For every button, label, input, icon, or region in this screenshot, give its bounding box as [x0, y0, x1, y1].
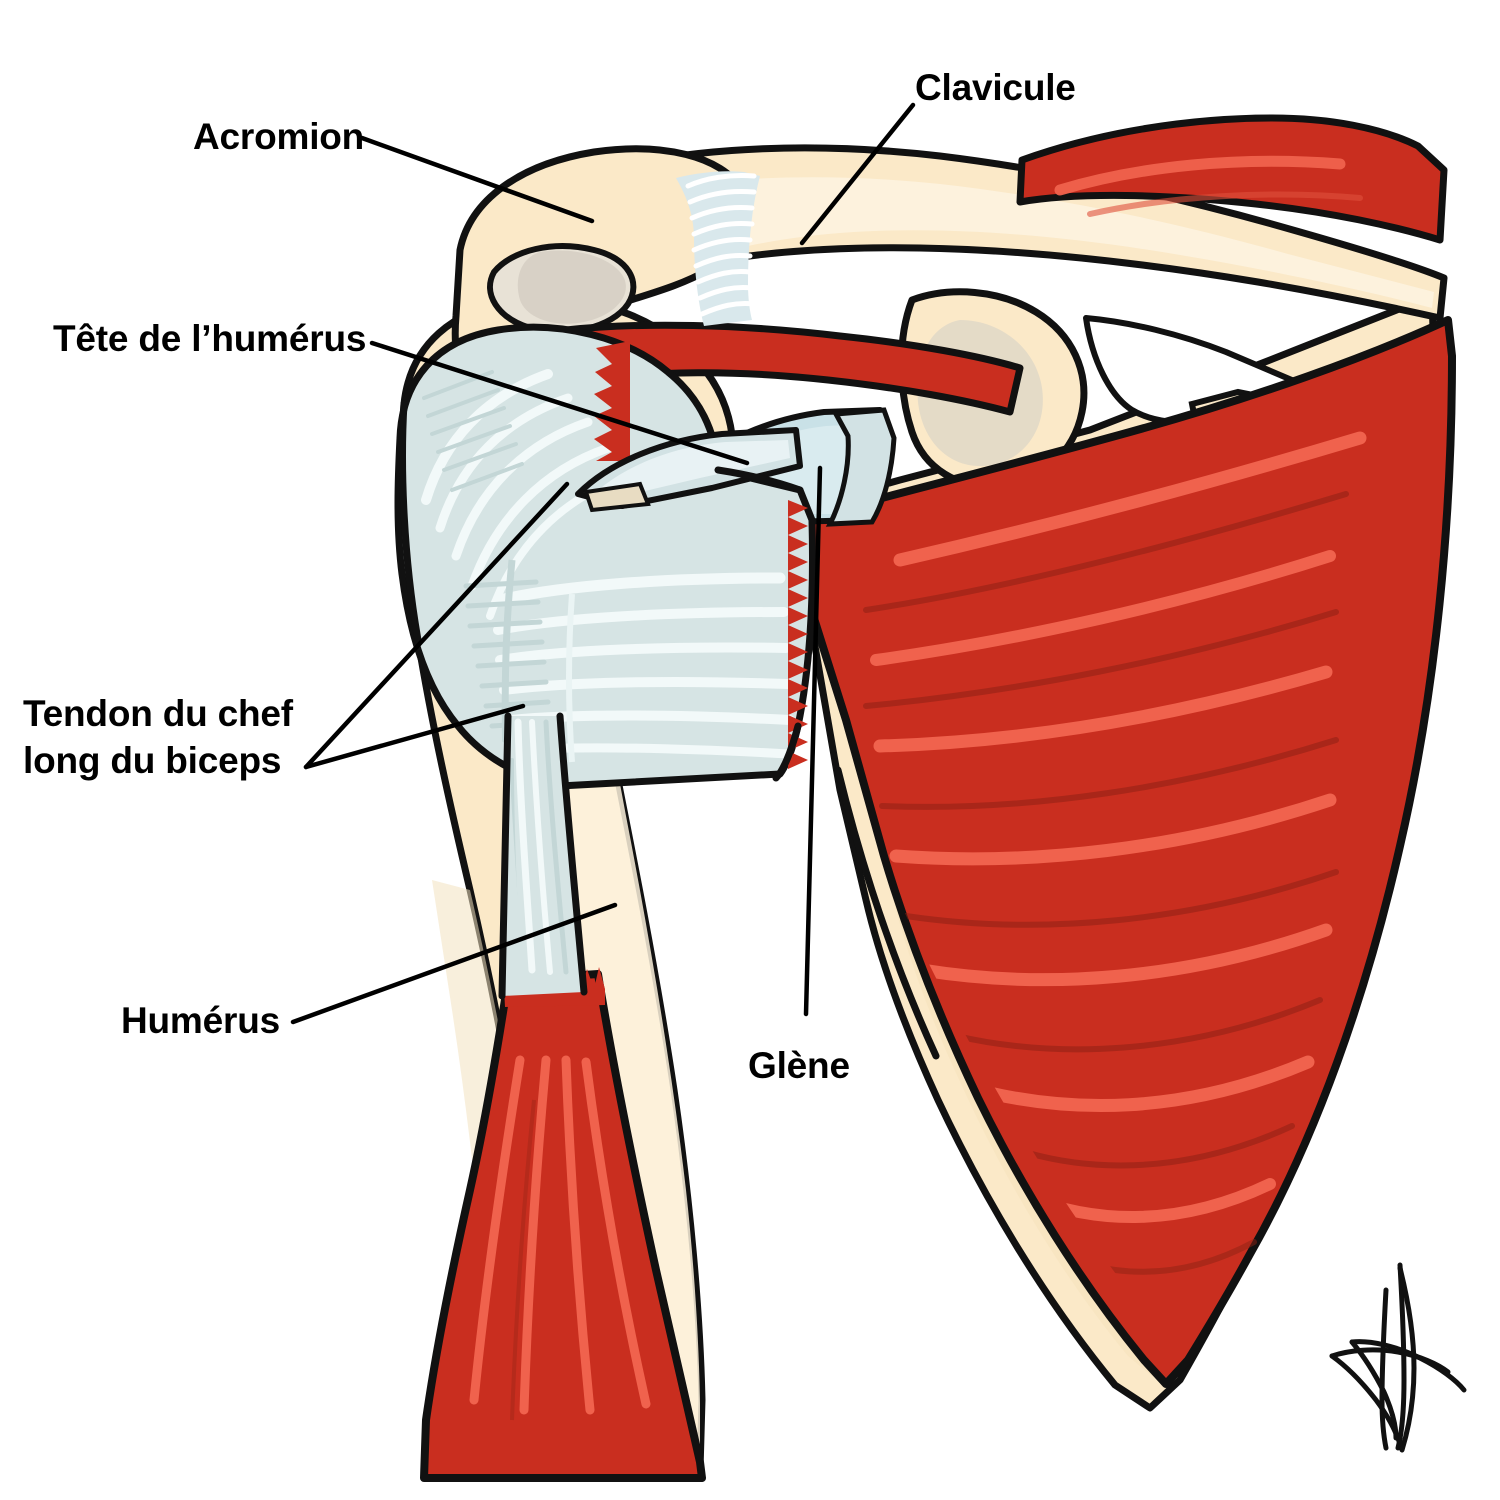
clavicle-highlight: [588, 177, 1434, 308]
leader-glene: [803, 465, 823, 1017]
acromion-undersurface-shade: [517, 250, 626, 324]
label-acromion: Acromion: [193, 116, 365, 157]
leader-tendon-lower: [303, 703, 526, 770]
ac-joint-ligament-fibres: [685, 173, 757, 317]
artist-signature: [1329, 1262, 1467, 1453]
muscle-superior-striations: [1054, 155, 1363, 217]
muscle-subclavicular-band: [556, 321, 1024, 416]
humeral-head-cartilage-shine: [596, 440, 790, 496]
label-tendon-du-chef-long-du-biceps: Tendon du chef long du biceps: [23, 693, 293, 782]
capsule-muscle-junction-upper: [594, 341, 630, 461]
leader-tete-de-l-humerus: [369, 340, 750, 466]
label-clavicule: Clavicule: [915, 67, 1076, 108]
label-glene: Glène: [748, 1045, 850, 1086]
capsule-muscle-junction-right: [788, 500, 808, 769]
muscles-group: [420, 114, 1456, 1482]
leader-humerus: [290, 902, 618, 1025]
leader-tendon-upper: [303, 481, 570, 770]
joint-capsule-fibres: [421, 369, 795, 767]
leader-clavicule: [799, 102, 916, 246]
humeral-neck-sliver: [583, 481, 651, 513]
outline-overlays: [399, 400, 940, 1060]
glenoid-labrum: [825, 407, 897, 527]
muscle-superior-strip: [1016, 114, 1448, 244]
label-humerus: Humérus: [121, 1000, 280, 1041]
muscle-biceps-striations: [469, 1055, 651, 1421]
label-tete-de-l-humerus: Tête de l’humérus: [53, 318, 367, 359]
leader-acromion: [359, 135, 595, 224]
